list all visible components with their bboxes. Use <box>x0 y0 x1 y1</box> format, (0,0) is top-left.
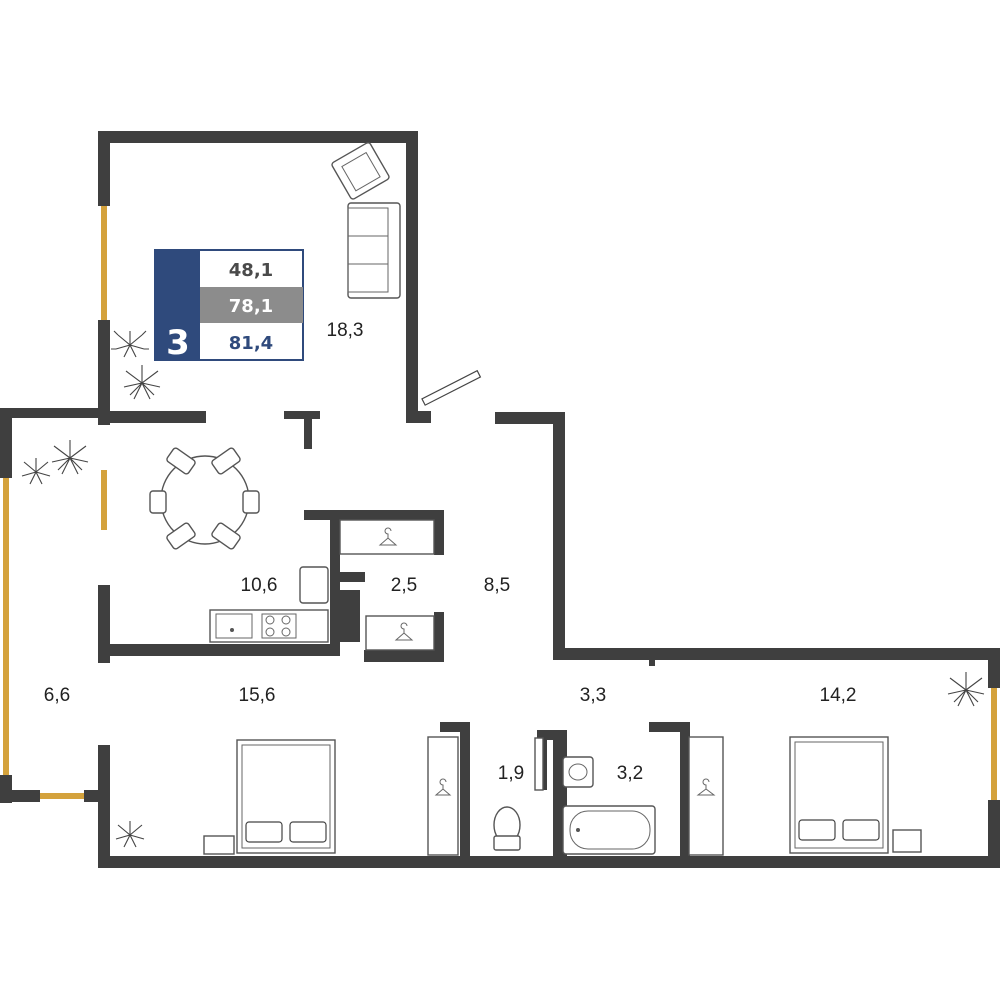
room-area-living: 18,3 <box>327 320 364 341</box>
rooms-count: 3 <box>166 323 190 363</box>
plant-icon <box>21 330 985 848</box>
windows <box>3 206 997 800</box>
room-area-bedroom-left: 15,6 <box>239 685 276 706</box>
room-area-dining: 10,6 <box>241 575 278 596</box>
room-area-bedroom-right: 14,2 <box>820 685 857 706</box>
armchair-icon <box>331 142 390 200</box>
total-area-with-balcony-value: 81,4 <box>229 333 273 354</box>
room-area-balcony: 6,6 <box>44 685 70 706</box>
living-area-value: 48,1 <box>229 260 273 281</box>
bath-icon <box>562 805 656 855</box>
kitchen-counter-icon <box>209 566 329 643</box>
room-area-hall: 8,5 <box>484 575 510 596</box>
sofa-icon <box>347 202 401 299</box>
room-area-wc: 1,9 <box>498 763 524 784</box>
wardrobe-icon <box>339 519 724 856</box>
dining-table-icon <box>149 447 260 550</box>
room-area-corridor: 3,3 <box>580 685 606 706</box>
entrance-door <box>421 369 482 406</box>
room-area-bathroom: 3,2 <box>617 763 643 784</box>
bed-left-icon <box>203 739 336 855</box>
room-area-wardrobe: 2,5 <box>391 575 417 596</box>
area-summary-badge: 3 48,1 78,1 81,4 <box>154 249 304 363</box>
bed-right-icon <box>789 736 922 854</box>
total-area-value: 78,1 <box>229 296 273 317</box>
toilet-icon <box>493 737 544 851</box>
sink-icon <box>562 756 594 788</box>
